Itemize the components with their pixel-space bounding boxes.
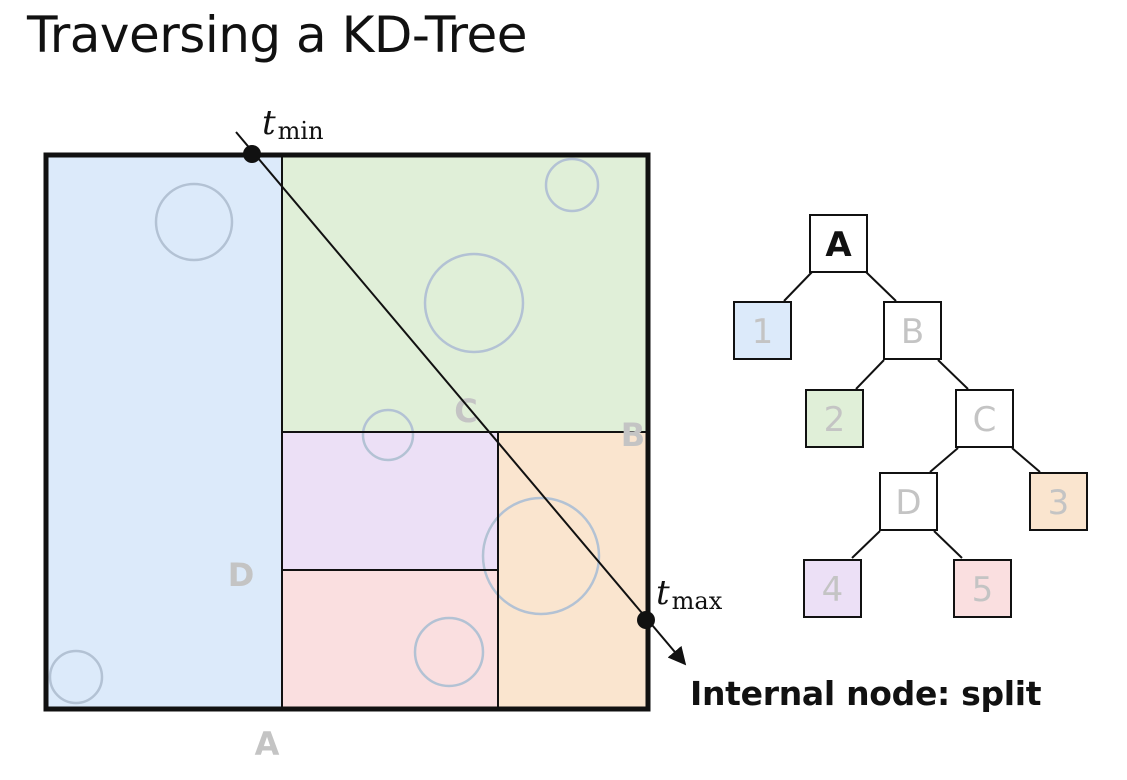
tree-node-a-label: A [825, 225, 852, 265]
caption: Internal node: split [690, 674, 1042, 713]
tree-leaf-1: 1 [733, 301, 792, 360]
tree-edge [1011, 447, 1041, 473]
tree-node-b: B [883, 301, 942, 360]
tree-leaf-3-label: 3 [1048, 483, 1070, 523]
tree-node-c: C [955, 389, 1014, 448]
region-leaf-2 [282, 155, 648, 432]
t-max-point [637, 611, 655, 629]
tree-leaf-4: 4 [803, 559, 862, 618]
tree-leaf-3: 3 [1029, 472, 1088, 531]
ray-line [235, 131, 687, 666]
tree-leaf-5: 5 [953, 559, 1012, 618]
region-leaf-1 [46, 155, 282, 709]
scene-bounding-box [43, 152, 651, 712]
slide-title: Traversing a KD-Tree [27, 6, 528, 64]
region-leaf-5 [282, 570, 498, 709]
tree-leaf-4-label: 4 [822, 570, 844, 610]
region-leaf-3 [498, 432, 648, 709]
tree-node-a: A [809, 214, 868, 273]
tree-edge [933, 530, 963, 559]
tree-leaf-2: 2 [805, 389, 864, 448]
scene-circle [481, 496, 601, 616]
tree-node-b-label: B [901, 312, 924, 352]
tree-leaf-5-label: 5 [972, 570, 994, 610]
spatial-partition: A B C D [43, 152, 651, 763]
tree-node-c-label: C [973, 400, 997, 440]
kd-tree: A 1 B 2 C D 3 4 [733, 214, 1088, 618]
t-max-label: tmax [656, 573, 723, 615]
scene-circle [154, 182, 234, 262]
t-min-label: tmin [262, 103, 324, 145]
tree-leaf-1-label: 1 [752, 312, 774, 352]
scene-objects [48, 157, 601, 705]
ray: tmin tmax [235, 103, 723, 666]
split-label-b: B [621, 416, 645, 454]
split-label-a: A [255, 725, 280, 763]
tree-edge [929, 447, 959, 473]
tree-node-d-label: D [895, 483, 921, 523]
tree-edge [783, 271, 813, 302]
scene-circle [544, 157, 600, 213]
region-leaf-4 [282, 432, 498, 570]
tree-leaf-2-label: 2 [824, 400, 846, 440]
scene-circle [48, 649, 104, 705]
tree-node-d: D [879, 472, 938, 531]
split-label-d: D [228, 556, 255, 594]
t-min-point [243, 145, 261, 163]
tree-edge [855, 359, 885, 390]
tree-edge [865, 271, 897, 302]
tree-edge [851, 530, 881, 559]
tree-edge [937, 359, 969, 390]
scene-circle [413, 616, 485, 688]
scene-circle [423, 252, 525, 354]
scene-circle [361, 408, 415, 462]
split-label-c: C [454, 392, 477, 430]
